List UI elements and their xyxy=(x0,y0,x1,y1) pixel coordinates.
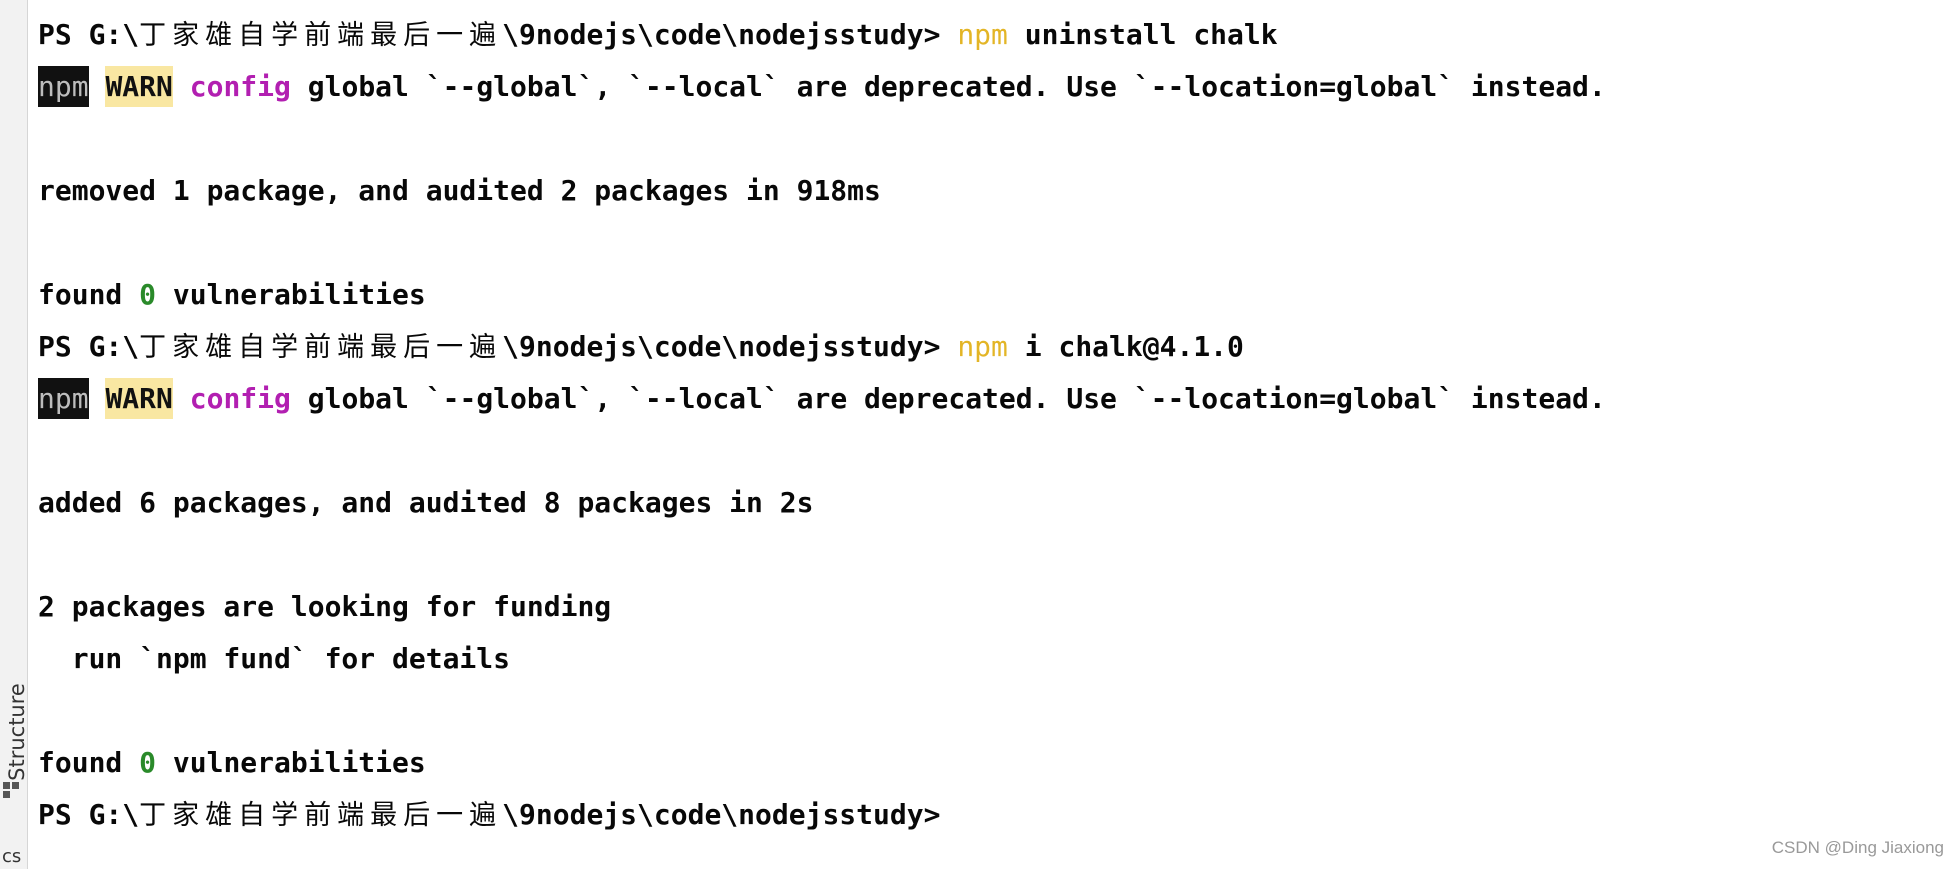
config-keyword: config xyxy=(189,70,291,103)
terminal-line-warn: npm WARN config global `--global`, `--lo… xyxy=(38,376,1938,428)
npm-badge: npm xyxy=(38,66,89,107)
command-npm: npm xyxy=(957,18,1008,51)
prompt-prefix: PS G:\ xyxy=(38,18,140,51)
found-suffix: vulnerabilities xyxy=(172,746,426,779)
warn-badge: WARN xyxy=(105,378,173,419)
terminal-line-fund-details: run `npm fund` for details xyxy=(38,642,511,675)
terminal-line-blank xyxy=(38,532,1938,584)
csdn-watermark: CSDN @Ding Jiaxiong xyxy=(1771,838,1944,857)
prompt-path-cjk: 丁家雄自学前端最后一遍 xyxy=(139,800,503,831)
terminal-line-found: found 0 vulnerabilities xyxy=(38,740,1938,792)
terminal-line-found: found 0 vulnerabilities xyxy=(38,272,1938,324)
npm-badge: npm xyxy=(38,378,89,419)
vulnerability-count: 0 xyxy=(139,746,157,779)
prompt-path-suffix: \9nodejs\code\nodejsstudy> xyxy=(502,798,941,831)
config-keyword: config xyxy=(189,382,291,415)
found-prefix: found xyxy=(38,278,123,311)
prompt-prefix: PS G:\ xyxy=(38,330,140,363)
left-tool-strip: Structure cs xyxy=(0,0,29,869)
vulnerability-count: 0 xyxy=(139,278,157,311)
prompt-path-suffix: \9nodejs\code\nodejsstudy> xyxy=(502,18,941,51)
terminal-line-removed: removed 1 package, and audited 2 package… xyxy=(38,174,881,207)
prompt-path-suffix: \9nodejs\code\nodejsstudy> xyxy=(502,330,941,363)
terminal-line-blank xyxy=(38,688,1938,740)
terminal-line-blank xyxy=(38,116,1938,168)
prompt-path-cjk: 丁家雄自学前端最后一遍 xyxy=(139,332,503,363)
terminal-output[interactable]: PS G:\丁家雄自学前端最后一遍\9nodejs\code\nodejsstu… xyxy=(38,12,1938,844)
warn-message: global `--global`, `--local` are depreca… xyxy=(307,70,1606,103)
terminal-line-blank xyxy=(38,220,1938,272)
structure-tab-label: Structure xyxy=(5,683,29,781)
bottom-tool-tab-stub[interactable]: cs xyxy=(2,846,22,867)
terminal-line-prompt: PS G:\丁家雄自学前端最后一遍\9nodejs\code\nodejsstu… xyxy=(38,12,1938,64)
warn-message: global `--global`, `--local` are depreca… xyxy=(307,382,1606,415)
command-args: i chalk@4.1.0 xyxy=(1024,330,1244,363)
structure-tool-tab[interactable]: Structure xyxy=(0,672,29,798)
structure-icon xyxy=(3,782,21,800)
found-suffix: vulnerabilities xyxy=(172,278,426,311)
prompt-prefix: PS G:\ xyxy=(38,798,140,831)
found-prefix: found xyxy=(38,746,123,779)
terminal-line-added: added 6 packages, and audited 8 packages… xyxy=(38,486,814,519)
prompt-path-cjk: 丁家雄自学前端最后一遍 xyxy=(139,20,503,51)
terminal-line-blank xyxy=(38,428,1938,480)
command-npm: npm xyxy=(957,330,1008,363)
warn-badge: WARN xyxy=(105,66,173,107)
terminal-line-funding: 2 packages are looking for funding xyxy=(38,590,612,623)
terminal-line-prompt: PS G:\丁家雄自学前端最后一遍\9nodejs\code\nodejsstu… xyxy=(38,324,1938,376)
command-args: uninstall chalk xyxy=(1024,18,1278,51)
terminal-line-prompt-current[interactable]: PS G:\丁家雄自学前端最后一遍\9nodejs\code\nodejsstu… xyxy=(38,792,1938,844)
terminal-line-warn: npm WARN config global `--global`, `--lo… xyxy=(38,64,1938,116)
